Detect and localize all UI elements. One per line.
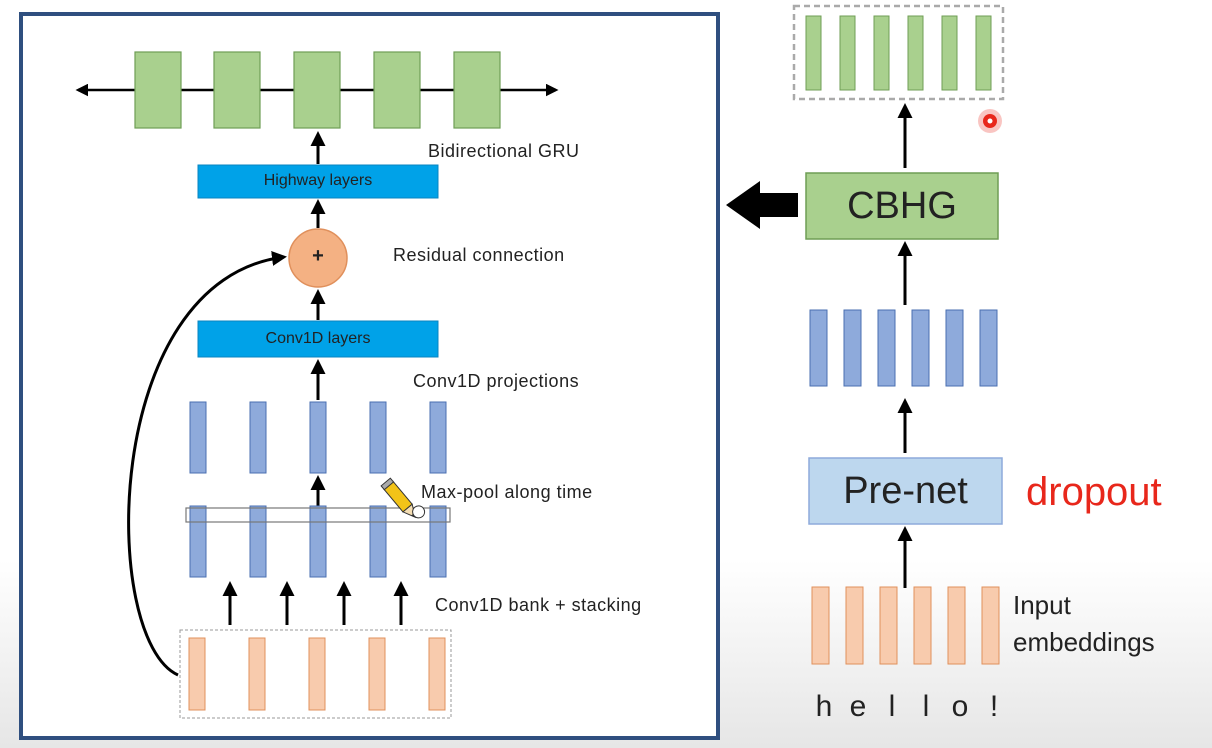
encoder-output-bar [873, 15, 890, 91]
input-char: e [849, 690, 867, 723]
cbhg-detail-frame [19, 12, 720, 740]
projection-bar [189, 401, 207, 474]
projection-bar [369, 401, 387, 474]
cbhg-input-bar [368, 637, 386, 711]
prenet-output-bar [979, 309, 998, 387]
input-char: h [815, 690, 833, 723]
highway-layers-box [197, 164, 439, 199]
conv-bank-bar [429, 505, 447, 578]
conv-bank-bars [189, 505, 447, 578]
expand-arrow-icon [726, 181, 798, 229]
cbhg-input-bar [428, 637, 446, 711]
residual-plus-sign: + [312, 245, 324, 267]
residual-plus-node [288, 228, 348, 288]
laser-pointer-icon [978, 109, 1002, 133]
input-char: o [951, 690, 969, 723]
cbhg-input-bar [248, 637, 266, 711]
encoder-output-bar [839, 15, 856, 91]
prenet-output-bar [911, 309, 930, 387]
input-char: l [888, 690, 896, 723]
gru-cells [134, 51, 501, 129]
encoder-output-bar [907, 15, 924, 91]
input-char: l [922, 690, 930, 723]
gru-cell [453, 51, 501, 129]
conv1d-layers-label: Conv1D layers [265, 330, 371, 347]
encoder-output-bar [941, 15, 958, 91]
gru-cell [373, 51, 421, 129]
gru-cell [134, 51, 182, 129]
gru-cell [293, 51, 341, 129]
prenet-label: Pre-net [843, 470, 968, 512]
projection-bars [189, 401, 447, 474]
pencil-cursor-icon [380, 477, 426, 519]
encoder-output-bar [805, 15, 822, 91]
prenet-output-bars [809, 309, 998, 387]
encoder-output-bars [805, 15, 992, 91]
input-embedding-bars [811, 586, 1000, 665]
gru-cell [213, 51, 261, 129]
conv1d-projections-label: Conv1D projections [413, 371, 580, 391]
cbhg-input-bar [308, 637, 326, 711]
input-char: ! [989, 690, 999, 723]
conv-bank-label: Conv1D bank + stacking [435, 595, 642, 615]
input-embedding-bar [947, 586, 966, 665]
input-embedding-bar [981, 586, 1000, 665]
dropout-label: dropout [1026, 470, 1162, 514]
projection-bar [249, 401, 267, 474]
conv1d-layers-box [197, 320, 439, 358]
cbhg-box [805, 172, 999, 240]
projection-bar [309, 401, 327, 474]
conv-bank-bar [189, 505, 207, 578]
projection-bar [429, 401, 447, 474]
input-embedding-bar [845, 586, 864, 665]
residual-connection-label: Residual connection [393, 245, 565, 265]
max-pool-label: Max-pool along time [421, 482, 593, 502]
encoder-output-frame [792, 4, 1005, 101]
input-embeddings-label: Input embeddings [1013, 590, 1155, 657]
cbhg-input-bar [188, 637, 206, 711]
cbhg-input-bars [188, 637, 446, 711]
bidirectional-gru-label: Bidirectional GRU [428, 141, 580, 161]
conv-bank-bar [249, 505, 267, 578]
conv-bank-input-arrows [222, 581, 409, 625]
conv-bank-bar [369, 505, 387, 578]
cbhg-label: CBHG [847, 185, 957, 227]
input-embedding-bar [879, 586, 898, 665]
prenet-output-bar [843, 309, 862, 387]
prenet-box [808, 457, 1003, 525]
prenet-output-bar [809, 309, 828, 387]
input-embedding-bar [913, 586, 932, 665]
conv-bank-bar [309, 505, 327, 578]
encoder-output-bar [975, 15, 992, 91]
prenet-output-bar [877, 309, 896, 387]
input-embedding-bar [811, 586, 830, 665]
highway-layers-label: Highway layers [263, 172, 373, 189]
cbhg-input-frame [179, 629, 452, 719]
maxpool-strip [185, 507, 451, 523]
residual-skip-arrow [127, 251, 287, 677]
prenet-output-bar [945, 309, 964, 387]
